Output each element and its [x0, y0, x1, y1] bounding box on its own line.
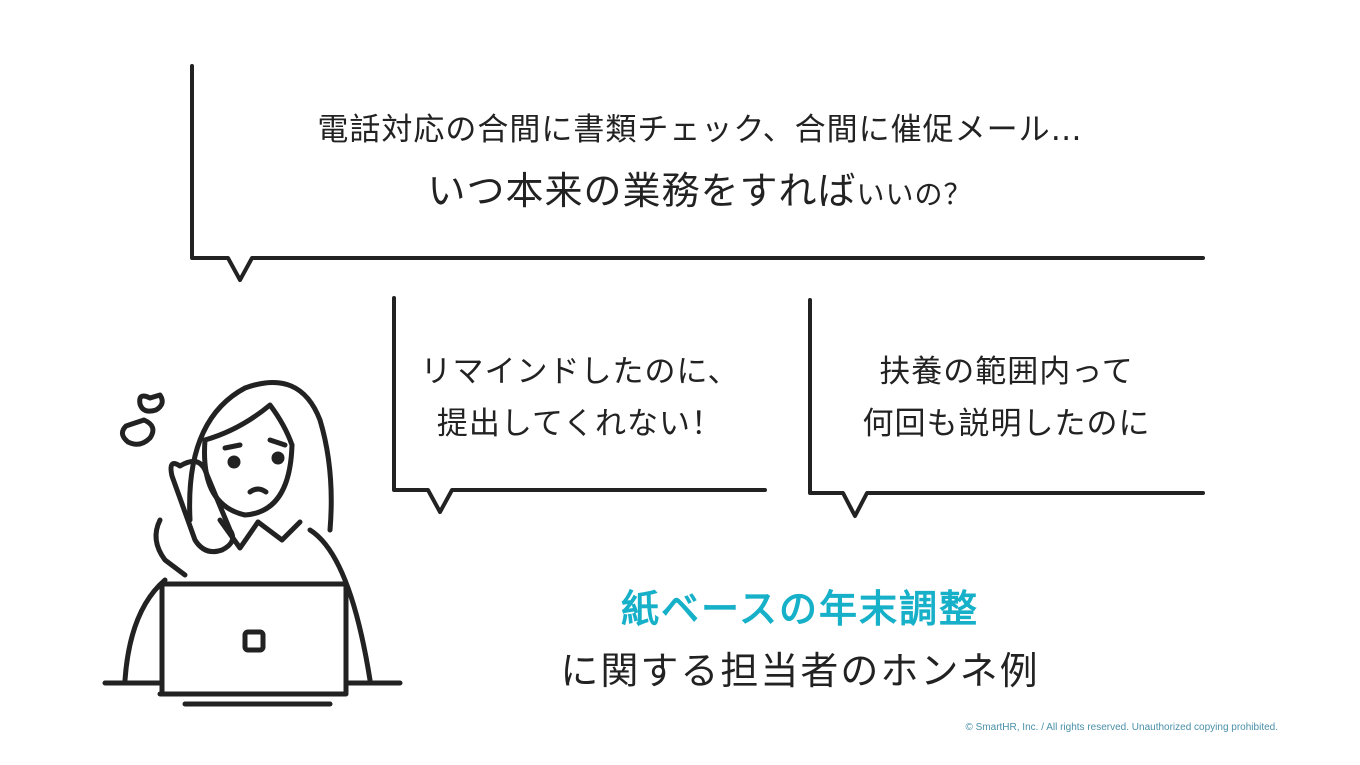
top-bubble-line2-small: いいの？ — [856, 178, 973, 211]
laptop-icon — [159, 581, 349, 697]
top-bubble-line1: 電話対応の合間に書類チェック、合間に催促メール… — [317, 112, 1083, 148]
right-bubble-line2: 何回も説明したのに — [862, 406, 1151, 442]
copyright-notice: © SmartHR, Inc. / All rights reserved. U… — [965, 722, 1278, 733]
top-bubble-line2: いつ本来の業務をすればいいの？ — [195, 160, 1205, 215]
worried-office-worker-on-phone-icon — [102, 379, 403, 707]
top-bubble-line2-main: いつ本来の業務をすれば — [427, 169, 857, 213]
sweat-drop-icon — [120, 417, 156, 447]
hair-outline — [187, 379, 334, 533]
sweat-drop-icon — [137, 392, 165, 414]
left-bubble-line1: リマインドしたのに、 — [420, 354, 740, 390]
right-bubble-line1: 扶養の範囲内って — [879, 354, 1134, 390]
phone-handset-icon — [168, 458, 236, 555]
caption-main: に関する担当者のホンネ例 — [560, 649, 1040, 693]
left-bubble-line2: 提出してくれない！ — [436, 406, 724, 442]
right-bubble-text: 扶養の範囲内って 何回も説明したのに — [810, 346, 1203, 450]
left-bubble-text: リマインドしたのに、 提出してくれない！ — [395, 346, 765, 450]
caption-accent: 紙ベースの年末調整 — [620, 587, 980, 631]
